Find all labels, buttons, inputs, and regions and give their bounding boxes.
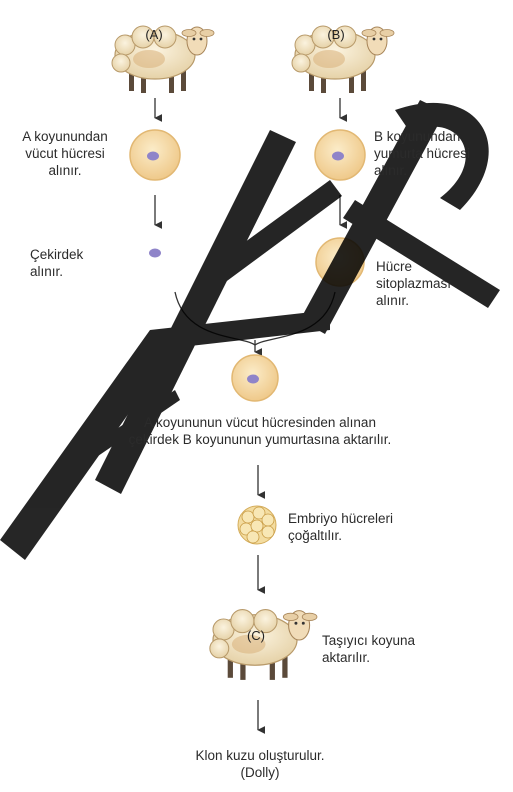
sheep-c-image	[210, 610, 317, 680]
step-a-cell-line-2: vücut hücresi	[10, 145, 120, 162]
step-a-cell-line-1: A koyunundan	[10, 128, 120, 145]
step-b-cell-line-3: alınır.	[374, 162, 470, 179]
step-a-cell-text: A koyunundan vücut hücresi alınır.	[10, 128, 120, 179]
step-transfer-line-1: A koyununun vücut hücresinden alınan	[60, 414, 460, 431]
step-cytoplasm-line-3: alınır.	[376, 292, 451, 309]
step-transfer-text: A koyununun vücut hücresinden alınan çek…	[60, 414, 460, 448]
step-nucleus-line-2: alınır.	[30, 263, 83, 280]
step-cytoplasm-line-2: sitoplazması	[376, 275, 451, 292]
step-b-cell-line-1: B koyunundan	[374, 128, 470, 145]
step-clone-line-2: (Dolly)	[140, 764, 380, 781]
step-surrogate-line-1: Taşıyıcı koyuna	[322, 632, 415, 649]
step-nucleus-text: Çekirdek alınır.	[30, 246, 83, 280]
sheep-b-label: (B)	[320, 27, 352, 42]
egg-cell-b	[315, 130, 365, 180]
sheep-c-label: (C)	[240, 628, 272, 643]
body-cell-a	[130, 130, 180, 180]
sheep-a-label: (A)	[138, 27, 170, 42]
step-embryo-line-2: çoğaltılır.	[288, 527, 393, 544]
fused-cell	[232, 355, 278, 401]
step-clone-line-1: Klon kuzu oluşturulur.	[140, 747, 380, 764]
step-embryo-text: Embriyo hücreleri çoğaltılır.	[288, 510, 393, 544]
embryo-cluster	[238, 506, 276, 544]
step-clone-text: Klon kuzu oluşturulur. (Dolly)	[140, 747, 380, 781]
step-b-cell-line-2: yumurta hücresi	[374, 145, 470, 162]
step-b-cell-text: B koyunundan yumurta hücresi alınır.	[374, 128, 470, 179]
step-a-cell-line-3: alınır.	[10, 162, 120, 179]
step-cytoplasm-line-1: Hücre	[376, 258, 451, 275]
step-surrogate-line-2: aktarılır.	[322, 649, 415, 666]
step-transfer-line-2: çekirdek B koyununun yumurtasına aktarıl…	[60, 431, 460, 448]
extracted-nucleus	[149, 249, 161, 258]
step-nucleus-line-1: Çekirdek	[30, 246, 83, 263]
step-surrogate-text: Taşıyıcı koyuna aktarılır.	[322, 632, 415, 666]
step-cytoplasm-text: Hücre sitoplazması alınır.	[376, 258, 451, 309]
step-embryo-line-1: Embriyo hücreleri	[288, 510, 393, 527]
